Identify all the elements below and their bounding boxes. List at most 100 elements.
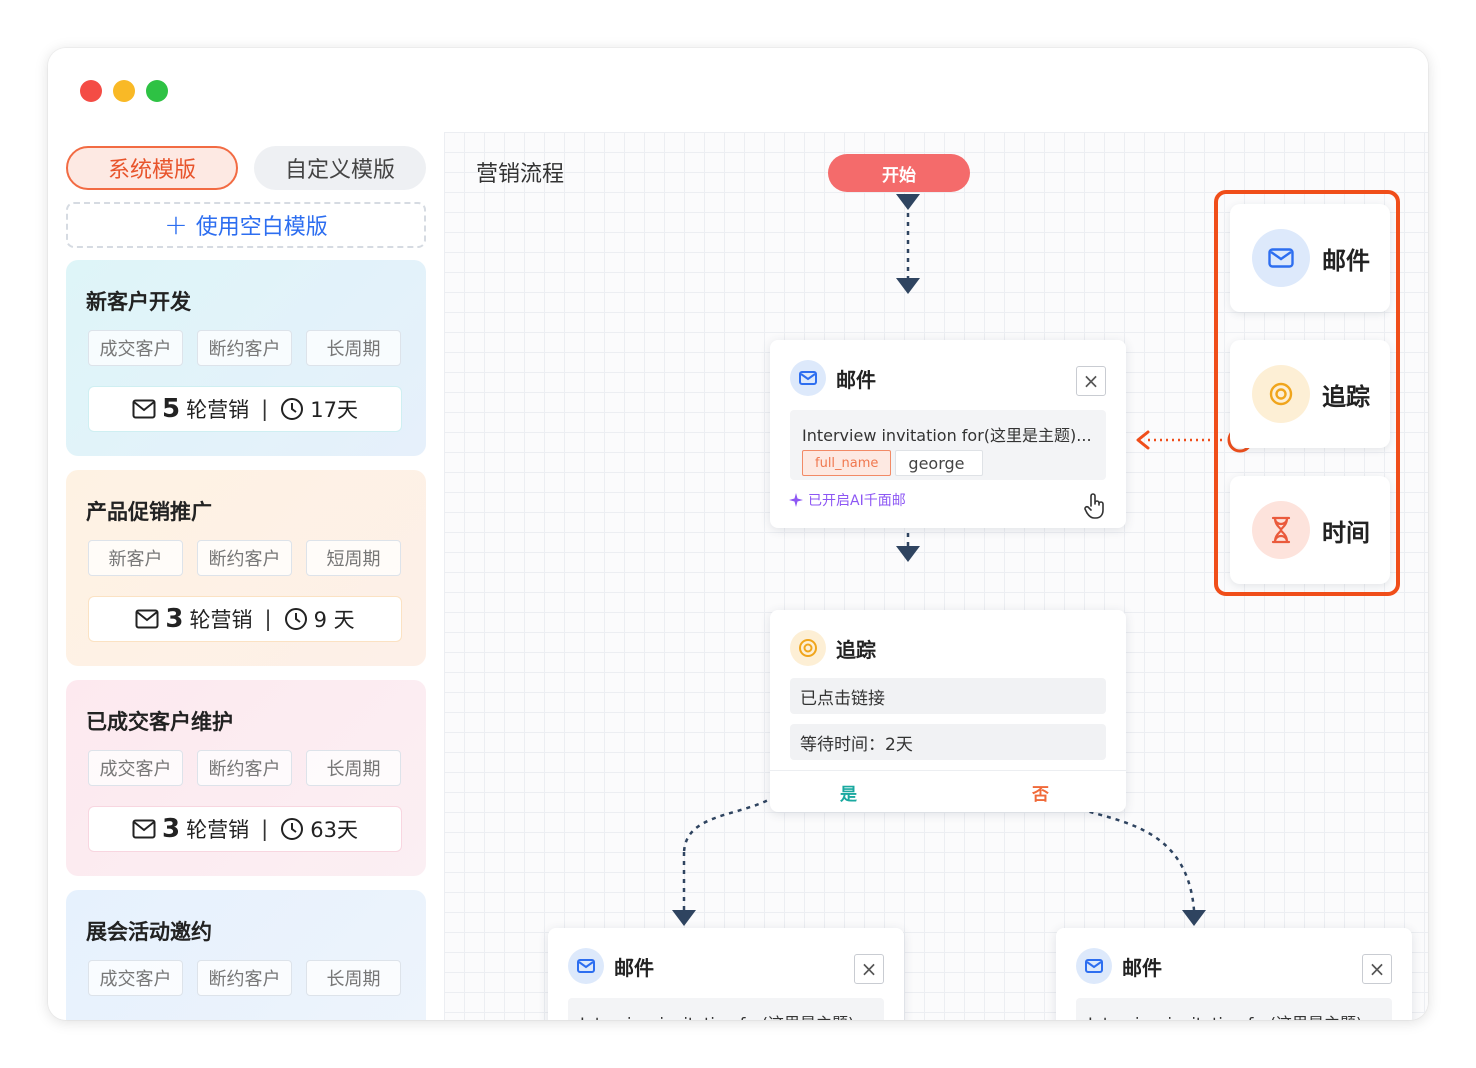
title-bar: [48, 48, 1428, 132]
arrow-head: [672, 910, 696, 926]
template-tags: 成交客户 断约客户 长周期: [88, 330, 401, 366]
node-palette: 邮件 追踪 时间: [1214, 190, 1400, 596]
branch-yes-label[interactable]: 是: [840, 785, 857, 805]
delete-node-button[interactable]: ×: [1076, 366, 1106, 396]
palette-item-label: 邮件: [1322, 246, 1370, 275]
template-tag: 长周期: [306, 750, 401, 786]
close-icon: ×: [1368, 957, 1386, 981]
start-node[interactable]: 开始: [828, 154, 970, 192]
envelope-icon: [135, 609, 159, 629]
duration-days: 17天: [310, 398, 358, 422]
track-node[interactable]: 追踪 已点击链接 等待时间：2天 是 否: [770, 610, 1126, 812]
drag-indicator-arrow: [1136, 430, 1150, 450]
template-tag: 断约客户: [197, 540, 292, 576]
mail-variables: full_name george: [802, 450, 984, 476]
track-wait-time[interactable]: 等待时间：2天: [790, 724, 1106, 760]
arrow-head: [1182, 910, 1206, 926]
palette-item-track[interactable]: 追踪: [1230, 340, 1390, 448]
flow-title: 营销流程: [476, 162, 565, 187]
palette-item-label: 追踪: [1322, 382, 1370, 411]
close-icon: ×: [860, 957, 878, 981]
template-tag: 断约客户: [197, 330, 292, 366]
template-tag: 成交客户: [88, 750, 183, 786]
envelope-icon: [132, 819, 156, 839]
mail-content[interactable]: Interview invitation for(这里是主题)... full_…: [790, 410, 1106, 480]
maximize-window-button[interactable]: [146, 80, 168, 102]
flow-canvas[interactable]: 营销流程 开始: [444, 132, 1428, 1020]
arrow-head: [896, 278, 920, 294]
node-header: 邮件: [1076, 948, 1162, 984]
template-title: 已成交客户维护: [86, 710, 233, 734]
node-header: 邮件: [790, 360, 876, 396]
rounds-label: 轮营销: [189, 608, 253, 632]
envelope-icon: [132, 399, 156, 419]
mail-node-no-branch[interactable]: 邮件 × Interview invitation for(这里是主题)... …: [1056, 928, 1412, 1020]
plus-icon: +: [164, 208, 188, 241]
node-title: 追踪: [836, 637, 876, 662]
mail-node[interactable]: 邮件 × Interview invitation for(这里是主题)... …: [770, 340, 1126, 528]
close-window-button[interactable]: [80, 80, 102, 102]
node-title: 邮件: [1122, 955, 1162, 980]
palette-item-mail[interactable]: 邮件: [1230, 204, 1390, 312]
clock-icon: [284, 608, 307, 630]
template-tags: 成交客户 断约客户 长周期: [88, 960, 401, 996]
sparkle-icon: [789, 493, 803, 507]
variable-value: george: [895, 450, 984, 476]
node-header: 邮件: [568, 948, 654, 984]
template-title: 产品促销推广: [86, 500, 212, 524]
delete-node-button[interactable]: ×: [854, 954, 884, 984]
template-card-promotion[interactable]: 产品促销推广 新客户 断约客户 短周期 3 轮营销 | 9 天: [66, 470, 426, 666]
mail-icon: [568, 948, 604, 984]
template-tags: 成交客户 断约客户 长周期: [88, 750, 401, 786]
mail-icon: [1252, 229, 1310, 287]
template-tag: 断约客户: [197, 960, 292, 996]
arrow-head: [896, 194, 920, 210]
template-sidebar: 系统模版 自定义模版 + 使用空白模版 新客户开发 成交客户 断约客户 长周期 …: [48, 132, 444, 1020]
use-blank-template-button[interactable]: + 使用空白模版: [66, 202, 426, 248]
rounds-label: 轮营销: [186, 398, 250, 422]
minimize-window-button[interactable]: [113, 80, 135, 102]
template-tag: 长周期: [306, 330, 401, 366]
divider: |: [264, 607, 272, 631]
branch-no-label[interactable]: 否: [1032, 785, 1049, 805]
template-card-customer-care[interactable]: 已成交客户维护 成交客户 断约客户 长周期 3 轮营销 | 63天: [66, 680, 426, 876]
template-card-new-customer[interactable]: 新客户开发 成交客户 断约客户 长周期 5 轮营销 | 17天: [66, 260, 426, 456]
duration-days: 63天: [310, 818, 358, 842]
clock-icon: [281, 818, 304, 840]
tab-custom-templates[interactable]: 自定义模版: [254, 146, 426, 190]
node-title: 邮件: [836, 367, 876, 392]
delete-node-button[interactable]: ×: [1362, 954, 1392, 984]
palette-item-time[interactable]: 时间: [1230, 476, 1390, 584]
mail-node-yes-branch[interactable]: 邮件 × Interview invitation for(这里是主题)... …: [548, 928, 904, 1020]
hourglass-icon: [1252, 501, 1310, 559]
clock-icon: [281, 398, 304, 420]
rounds-count: 3: [165, 604, 184, 634]
mail-icon: [1076, 948, 1112, 984]
branch-footer: 是 否: [770, 770, 1126, 812]
arrow-head: [896, 546, 920, 562]
rounds-count: 5: [162, 394, 181, 424]
target-icon: [1252, 365, 1310, 423]
template-tag: 成交客户: [88, 330, 183, 366]
branch-divider: [770, 770, 1126, 812]
blank-template-label: 使用空白模版: [195, 215, 328, 240]
palette-item-label: 时间: [1322, 518, 1370, 547]
template-stats: 3 轮营销 | 9 天: [88, 596, 402, 642]
track-condition[interactable]: 已点击链接: [790, 678, 1106, 714]
mail-content[interactable]: Interview invitation for(这里是主题)... full_…: [1076, 998, 1392, 1020]
template-tag: 短周期: [306, 540, 401, 576]
template-tags: 新客户 断约客户 短周期: [88, 540, 401, 576]
duration-days: 9 天: [313, 608, 355, 632]
template-tag: 成交客户: [88, 960, 183, 996]
template-card-expo-invite[interactable]: 展会活动邀约 成交客户 断约客户 长周期: [66, 890, 426, 1020]
template-title: 新客户开发: [86, 290, 191, 314]
divider: |: [261, 817, 269, 841]
mail-subject: Interview invitation for(这里是主题)...: [580, 1010, 870, 1020]
hand-cursor-icon: [1084, 493, 1104, 519]
tab-system-templates[interactable]: 系统模版: [66, 146, 238, 190]
mail-content[interactable]: Interview invitation for(这里是主题)... full_…: [568, 998, 884, 1020]
variable-name: full_name: [802, 450, 892, 476]
ai-label-text: 已开启AI千面邮: [808, 493, 906, 509]
mail-icon: [790, 360, 826, 396]
divider: |: [261, 397, 269, 421]
